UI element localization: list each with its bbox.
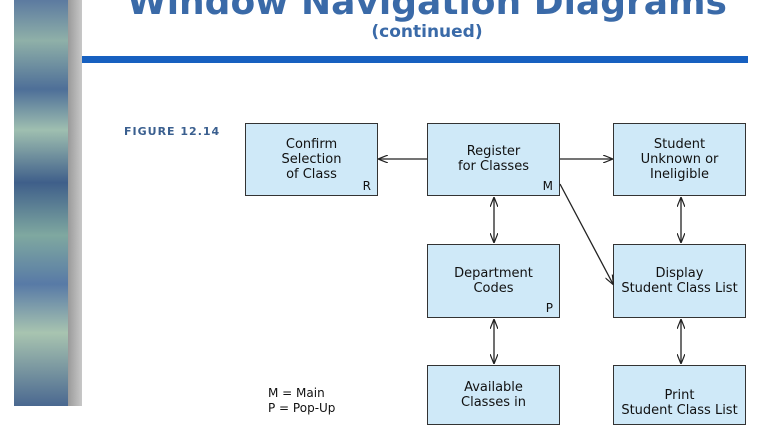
box-label: Register for Classes (458, 144, 529, 174)
box-mark: P (545, 301, 553, 315)
box-register-for-classes: Register for Classes M (427, 123, 560, 196)
page-subtitle: (continued) (371, 22, 483, 42)
legend-main: M = Main (268, 386, 325, 400)
box-label: Confirm Selection of Class (281, 137, 342, 182)
title-rule (82, 56, 748, 63)
box-label: Display Student Class List (621, 266, 738, 296)
legend-popup: P = Pop-Up (268, 401, 336, 415)
box-display-student-class-list: Display Student Class List (613, 244, 746, 318)
box-mark: R (362, 179, 371, 193)
page-title: Window Navigation Diagrams (127, 0, 727, 23)
box-label: Department Codes (454, 266, 533, 296)
connector-arrows (0, 0, 772, 406)
legend: M = Main P = Pop-Up (268, 386, 335, 416)
arrow-register-to-display (559, 183, 613, 284)
figure-label: FIGURE 12.14 (124, 125, 221, 138)
box-department-codes: Department Codes P (427, 244, 560, 318)
box-confirm-selection: Confirm Selection of Class R (245, 123, 378, 196)
sidebar-shadow (68, 0, 82, 406)
box-label: Student Unknown or Ineligible (640, 137, 719, 182)
box-student-unknown: Student Unknown or Ineligible (613, 123, 746, 196)
box-mark: M (542, 179, 553, 193)
